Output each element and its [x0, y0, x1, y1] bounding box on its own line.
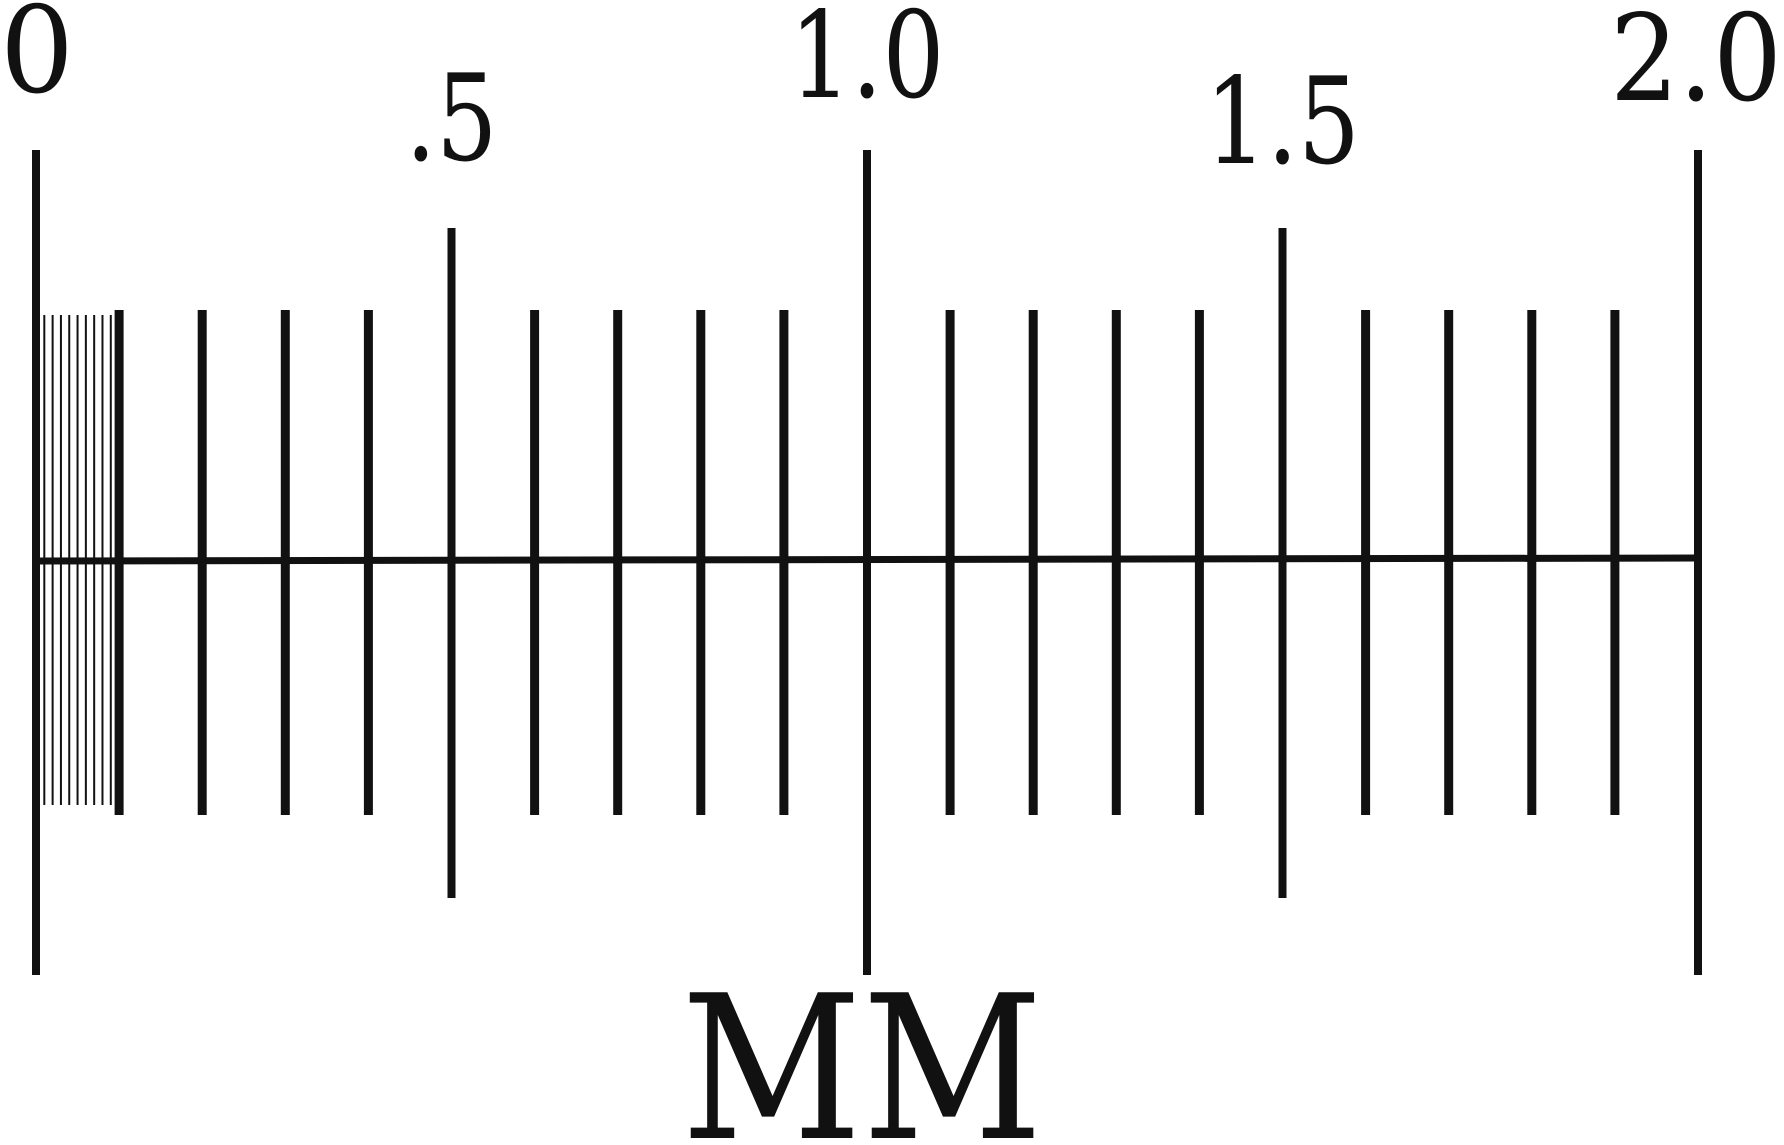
scale-label-1.5: 1.5 [1205, 53, 1360, 192]
scale-label-1: 1.0 [790, 0, 945, 126]
scale-label-2: 2.0 [1610, 0, 1782, 129]
scale-labels: 0 .5 1.0 1.5 2.0 [0, 0, 1782, 192]
fine-subdivisions [43, 315, 112, 805]
scale-label-0.5: .5 [406, 50, 498, 189]
scale-label-0: 0 [0, 0, 74, 121]
tick-marks [32, 150, 1702, 975]
unit-label: MM [681, 953, 1043, 1145]
